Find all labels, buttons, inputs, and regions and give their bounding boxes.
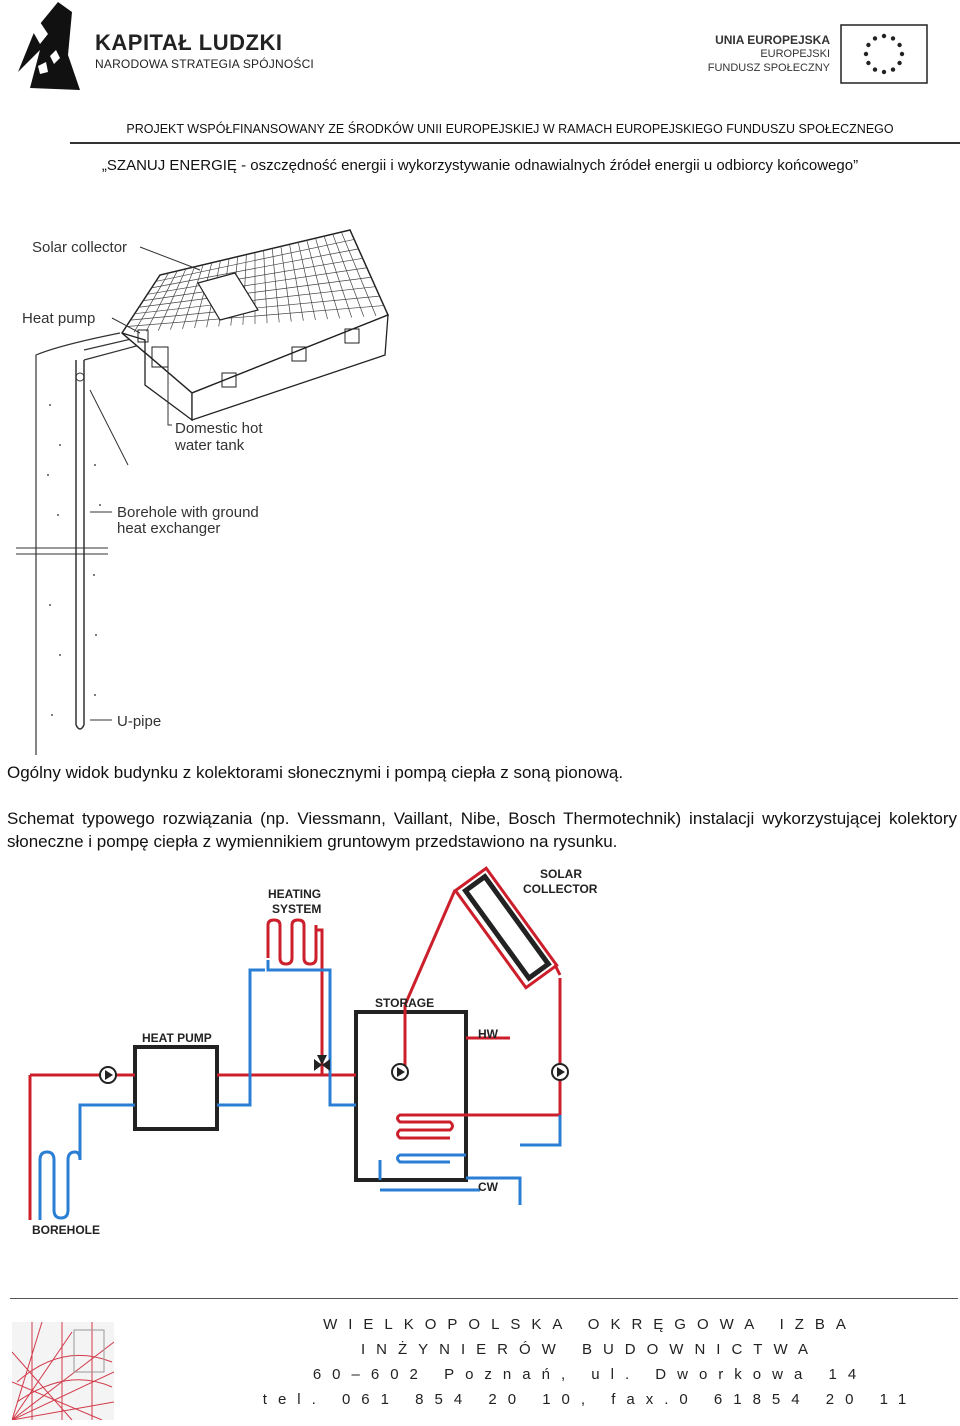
- label-borehole-line2: heat exchanger: [117, 520, 220, 537]
- label-cw: CW: [478, 1180, 499, 1194]
- eu-line3: FUNDUSZ SPOŁECZNY: [707, 62, 830, 74]
- figure-caption: Ogólny widok budynku z kolektorami słone…: [7, 763, 624, 782]
- label-dhw-line2: water tank: [174, 437, 245, 454]
- label-hw: HW: [478, 1027, 499, 1041]
- label-dhw-line1: Domestic hot: [175, 420, 263, 437]
- label-storage: STORAGE: [375, 996, 434, 1010]
- label-solar-line1: SOLAR: [540, 867, 582, 881]
- footer-line2: INŻYNIERÓW BUDOWNICTWA: [360, 1341, 820, 1358]
- label-heat-pump: Heat pump: [22, 310, 95, 327]
- label-borehole-schema: BOREHOLE: [32, 1223, 100, 1237]
- installation-schematic: HEATING SYSTEM SOLAR COLLECTOR STORAGE H…: [28, 866, 598, 1237]
- body-paragraph: Schemat typowego rozwiązania (np. Viessm…: [7, 809, 957, 851]
- woiib-logo-icon: [12, 1322, 114, 1420]
- footer-divider: [10, 1298, 958, 1299]
- footer-line3: 60–602 Poznań, ul. Dworkowa 14: [312, 1366, 868, 1383]
- logo-title: KAPITAŁ LUDZKI: [95, 30, 283, 55]
- eu-title: UNIA EUROPEJSKA: [715, 33, 830, 47]
- eu-flag-icon: [840, 24, 928, 84]
- building-illustration: Solar collector Heat pump Domestic hot w…: [16, 229, 390, 755]
- eu-line2: EUROPEJSKI: [760, 48, 830, 60]
- label-heating-line2: SYSTEM: [272, 902, 321, 916]
- project-line: PROJEKT WSPÓŁFINANSOWANY ZE ŚRODKÓW UNII…: [126, 122, 894, 136]
- document-subtitle: „SZANUJ ENERGIĘ - oszczędność energii i …: [101, 157, 859, 174]
- footer-line1: WIELKOPOLSKA OKRĘGOWA IZBA: [323, 1316, 857, 1333]
- logo-subtitle: NARODOWA STRATEGIA SPÓJNOŚCI: [95, 57, 314, 71]
- label-heat-pump-schema: HEAT PUMP: [142, 1031, 212, 1045]
- footer-line4: tel. 061 854 20 10, fax.0 61854 20 11: [262, 1391, 918, 1408]
- kapital-ludzki-logo-icon: [18, 2, 80, 90]
- label-solar-line2: COLLECTOR: [523, 882, 598, 896]
- label-upipe: U-pipe: [117, 713, 161, 730]
- label-borehole-line1: Borehole with ground: [117, 504, 259, 521]
- header-divider: [70, 142, 960, 144]
- label-solar-collector: Solar collector: [32, 239, 127, 256]
- label-heating-line1: HEATING: [268, 887, 321, 901]
